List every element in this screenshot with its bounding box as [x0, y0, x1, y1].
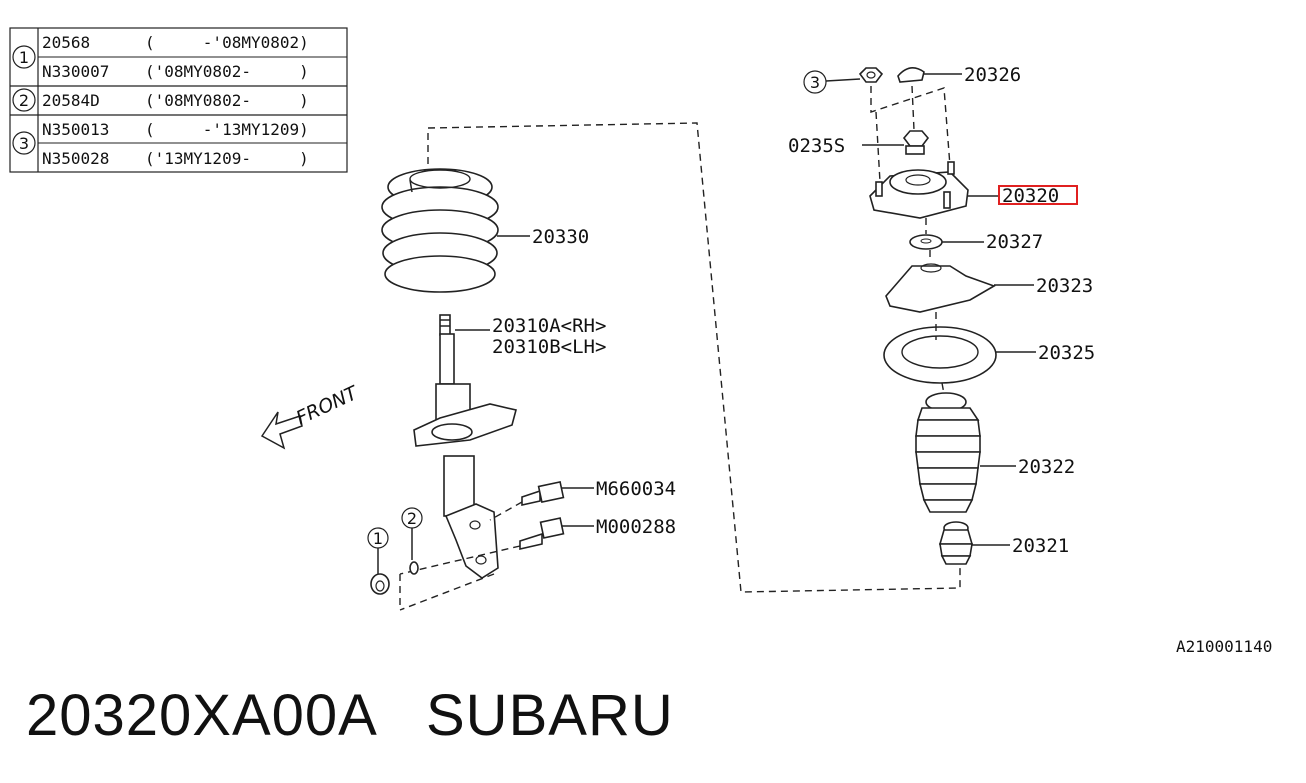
- callout-bolt-lower: M000288: [596, 516, 676, 538]
- table-row-3-part: 20584D: [42, 91, 100, 110]
- table-row-4-range: ( -'13MY1209): [145, 120, 309, 139]
- bolt-lower[interactable]: [519, 517, 565, 551]
- front-label: FRONT: [293, 382, 362, 430]
- spring-rubber-seat[interactable]: [883, 326, 997, 384]
- table-row-5-part: N350028: [42, 149, 109, 168]
- ref-marker-2: 2: [401, 507, 423, 560]
- table-row-2-range: ('08MY0802- ): [145, 62, 309, 81]
- strut-mount[interactable]: [869, 161, 969, 219]
- coil-spring[interactable]: [381, 168, 499, 293]
- table-row-4-part: N350013: [42, 120, 109, 139]
- callout-nut: 0235S: [788, 135, 845, 157]
- ref-marker-1: 1: [367, 527, 389, 574]
- assembly-connector-line: [427, 122, 961, 593]
- ref-marker-3-label: 3: [810, 73, 820, 92]
- table-ref-1-label: 1: [19, 48, 29, 67]
- part-number: 20320XA00A: [26, 683, 375, 748]
- table-ref-2: 2: [12, 88, 36, 112]
- mount-nut[interactable]: [858, 67, 884, 83]
- table-row-5-range: ('13MY1209- ): [145, 149, 309, 168]
- spring-seat[interactable]: [885, 263, 996, 313]
- highlight-box: [998, 185, 1078, 205]
- table-row-3-range: ('08MY0802- ): [145, 91, 309, 110]
- front-direction-indicator: FRONT: [260, 382, 362, 450]
- dust-cap[interactable]: [897, 67, 925, 83]
- flange-nut[interactable]: [370, 573, 390, 595]
- page-title: 20320XA00A SUBARU: [26, 682, 674, 749]
- table-ref-2-label: 2: [19, 91, 29, 110]
- callout-mount: 20320: [1002, 185, 1059, 207]
- table-row-2-part: N330007: [42, 62, 109, 81]
- washer[interactable]: [909, 234, 943, 250]
- callout-strut-lh: 20310B<LH>: [492, 336, 606, 358]
- bump-stopper[interactable]: [938, 521, 974, 565]
- callout-spring: 20330: [532, 226, 589, 248]
- callout-bolt-upper: M660034: [596, 478, 676, 500]
- strut-assembly[interactable]: [413, 314, 517, 579]
- table-ref-3: 3: [12, 131, 36, 155]
- ref-marker-3: 3: [803, 70, 827, 94]
- callout-seat: 20323: [1036, 275, 1093, 297]
- table-ref-3-label: 3: [19, 134, 29, 153]
- callout-washer: 20327: [986, 231, 1043, 253]
- lock-washer[interactable]: [409, 561, 419, 575]
- table-ref-1: 1: [12, 45, 36, 69]
- callout-rubber: 20325: [1038, 342, 1095, 364]
- diagram-id: A210001140: [1176, 637, 1272, 656]
- table-row-1-range: ( -'08MY0802): [145, 33, 309, 52]
- ref-marker-2-label: 2: [407, 509, 417, 528]
- callout-strut-rh: 20310A<RH>: [492, 315, 606, 337]
- callout-cap: 20326: [964, 64, 1021, 86]
- brand-name: SUBARU: [426, 683, 674, 748]
- bolt-upper[interactable]: [521, 480, 565, 506]
- piston-rod-nut[interactable]: [902, 130, 930, 155]
- callout-boot: 20322: [1018, 456, 1075, 478]
- table-row-1-part: 20568: [42, 33, 90, 52]
- ref-marker-1-label: 1: [373, 529, 383, 548]
- applicability-table: 1 2 3 20568 ( -'08MY0802) N330007 ('08MY…: [9, 27, 348, 173]
- dust-boot[interactable]: [915, 392, 981, 513]
- callout-bumper: 20321: [1012, 535, 1069, 557]
